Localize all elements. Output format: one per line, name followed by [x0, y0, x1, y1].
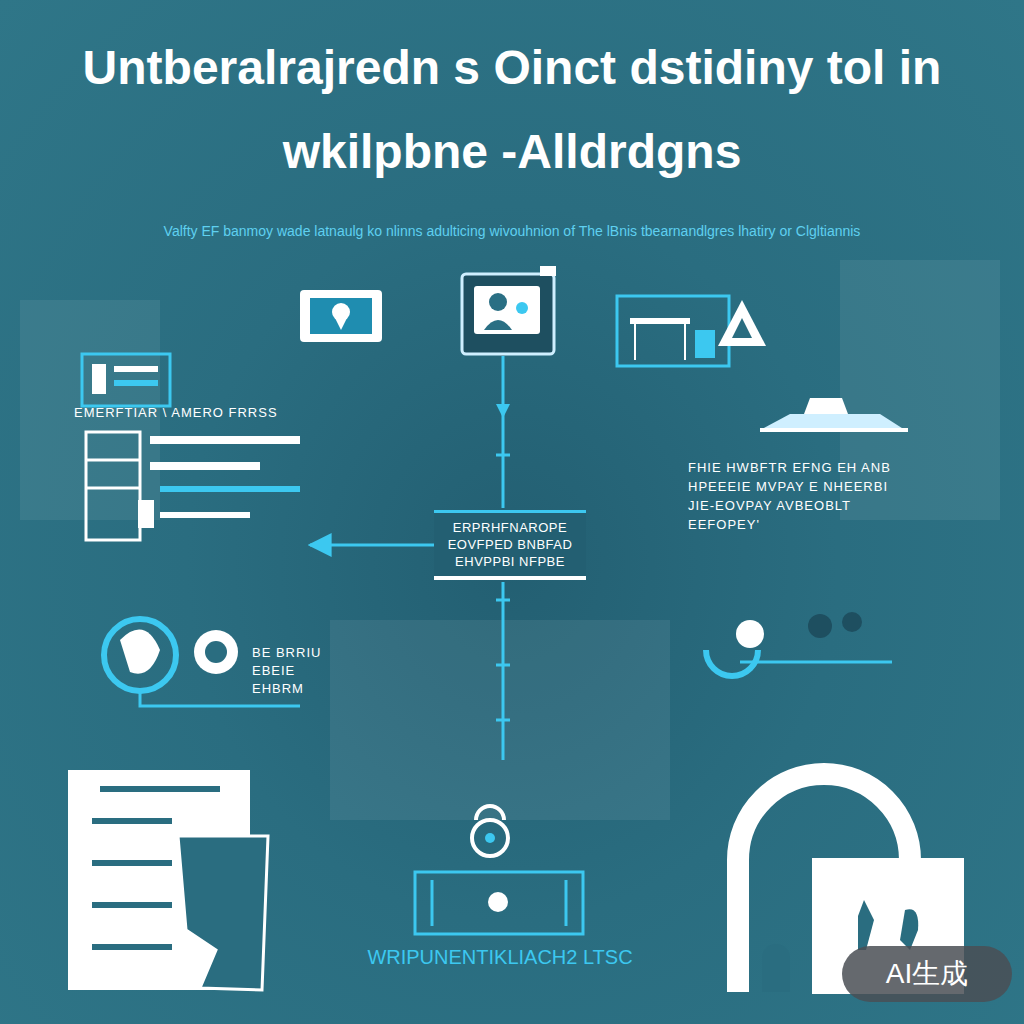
diagram-title: Untberalrajredn s Oinct dstidiny tol in …: [52, 26, 972, 194]
connector-arrow: [310, 544, 434, 547]
subtitle: Valfty EF banmoy wade latnaulg ko nlinns…: [22, 222, 1002, 240]
process-box: ERPRHFNAROPE EOVFPED BNBFAD EHVPPBI NFPB…: [434, 510, 586, 580]
node-text: EMERFTIAR \ AMERO FRRSS: [74, 404, 306, 421]
node-text: ERPRHFNAROPE EOVFPED BNBFAD EHVPPBI NFPB…: [440, 519, 580, 570]
footer-text: WRIPUNENTIKLIACH2 LTSC: [330, 944, 670, 970]
document-icon: [68, 770, 268, 990]
list-panel: [86, 432, 300, 540]
lamp-icon: [760, 398, 908, 432]
list-panel: EMERFTIAR \ AMERO FRRSS: [70, 404, 310, 562]
watermark: AI生成: [842, 946, 1012, 1002]
photo-icon: [300, 290, 382, 342]
icon-caption: BE BRRIU EBEIE EHBRM: [252, 644, 332, 698]
monitor-icon: [462, 266, 556, 354]
building-icon: [617, 296, 766, 366]
watermark-pill: [842, 946, 1012, 1002]
server-icon: [415, 872, 583, 934]
lock-icon: [472, 806, 508, 856]
bowl-icon: [706, 612, 892, 676]
side-note: FHIE HWBFTR EFNG EH ANB HPEEEIE MVPAY E …: [688, 458, 898, 534]
card-icon: [82, 354, 170, 406]
